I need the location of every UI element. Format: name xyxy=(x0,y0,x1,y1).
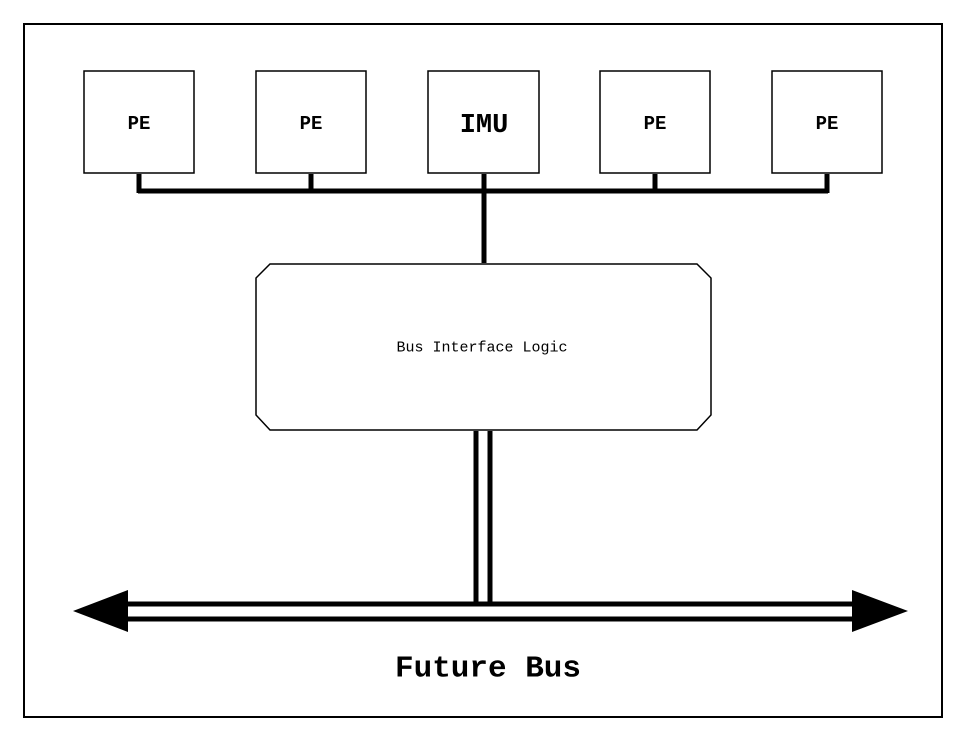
future-bus-arrow-right xyxy=(852,590,908,632)
bus-interface-logic: Bus Interface Logic xyxy=(255,263,712,431)
node-pe3-label: PE xyxy=(644,113,667,135)
node-pe4: PE xyxy=(771,70,883,174)
node-pe1: PE xyxy=(83,70,195,174)
node-imu: IMU xyxy=(427,70,540,174)
node-pe1-label: PE xyxy=(128,113,151,135)
node-imu-label: IMU xyxy=(460,111,509,141)
node-pe2-label: PE xyxy=(300,113,323,135)
node-pe3-box xyxy=(599,70,711,174)
local-bus xyxy=(136,174,830,263)
node-pe4-box xyxy=(771,70,883,174)
interface-to-bus-connector xyxy=(473,431,493,604)
node-pe2: PE xyxy=(255,70,367,174)
node-pe3: PE xyxy=(599,70,711,174)
node-imu-box xyxy=(427,70,540,174)
future-bus-arrow-left xyxy=(73,590,128,632)
bus-interface-logic-label: Bus Interface Logic xyxy=(396,340,567,357)
bus-interface-logic-box xyxy=(255,263,712,431)
node-pe2-box xyxy=(255,70,367,174)
node-pe1-box xyxy=(83,70,195,174)
future-bus xyxy=(73,590,908,632)
node-pe4-label: PE xyxy=(816,113,839,135)
future-bus-label: Future Bus xyxy=(395,652,581,687)
